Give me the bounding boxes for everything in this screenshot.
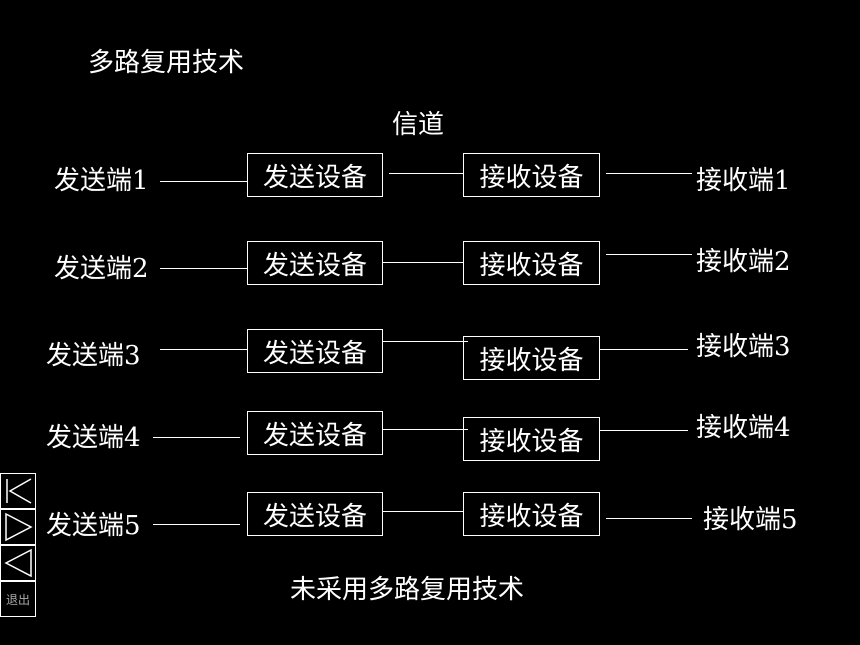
sender-wire-4	[153, 437, 240, 438]
send-device-box-3: 发送设备	[247, 329, 383, 373]
receiver-wire-3	[600, 349, 688, 350]
receiver-wire-4	[600, 430, 688, 431]
channel-wire-3	[383, 341, 468, 342]
diagram-caption: 未采用多路复用技术	[290, 575, 525, 605]
receiver-label-1: 接收端1	[696, 166, 791, 196]
sender-wire-2	[160, 268, 247, 269]
recv-device-box-4: 接收设备	[463, 417, 600, 461]
channel-wire-5	[383, 511, 463, 512]
receiver-label-5: 接收端5	[703, 505, 798, 535]
sender-label-1: 发送端1	[54, 166, 149, 196]
send-device-box-4: 发送设备	[247, 411, 383, 455]
channel-wire-2	[383, 262, 463, 263]
channel-wire-1	[389, 173, 463, 174]
sender-wire-3	[160, 349, 247, 350]
recv-device-box-5: 接收设备	[463, 492, 600, 536]
channel-label: 信道	[392, 110, 445, 140]
nav-next-button[interactable]	[0, 509, 36, 545]
skip-to-first-icon	[6, 478, 32, 504]
nav-prev-button[interactable]	[0, 545, 36, 581]
send-device-box-1: 发送设备	[247, 153, 383, 197]
channel-wire-4	[383, 429, 468, 430]
receiver-wire-2	[606, 254, 692, 255]
recv-device-box-2: 接收设备	[463, 241, 600, 285]
receiver-label-4: 接收端4	[696, 413, 791, 443]
receiver-wire-1	[606, 173, 692, 174]
sender-label-2: 发送端2	[54, 254, 149, 284]
sender-label-3: 发送端3	[46, 341, 141, 371]
sender-label-5: 发送端5	[46, 511, 141, 541]
play-next-icon	[5, 512, 33, 542]
nav-first-button[interactable]	[0, 473, 36, 509]
exit-button[interactable]: 退出	[0, 581, 36, 617]
sender-label-4: 发送端4	[46, 423, 141, 453]
sender-wire-1	[160, 181, 247, 182]
receiver-label-2: 接收端2	[696, 247, 791, 277]
recv-device-box-1: 接收设备	[463, 153, 600, 197]
slide-title: 多路复用技术	[88, 48, 245, 78]
sender-wire-5	[153, 524, 240, 525]
recv-device-box-3: 接收设备	[463, 336, 600, 380]
play-prev-icon	[4, 548, 32, 578]
receiver-label-3: 接收端3	[696, 332, 791, 362]
receiver-wire-5	[606, 518, 692, 519]
send-device-box-5: 发送设备	[247, 492, 383, 536]
send-device-box-2: 发送设备	[247, 241, 383, 285]
